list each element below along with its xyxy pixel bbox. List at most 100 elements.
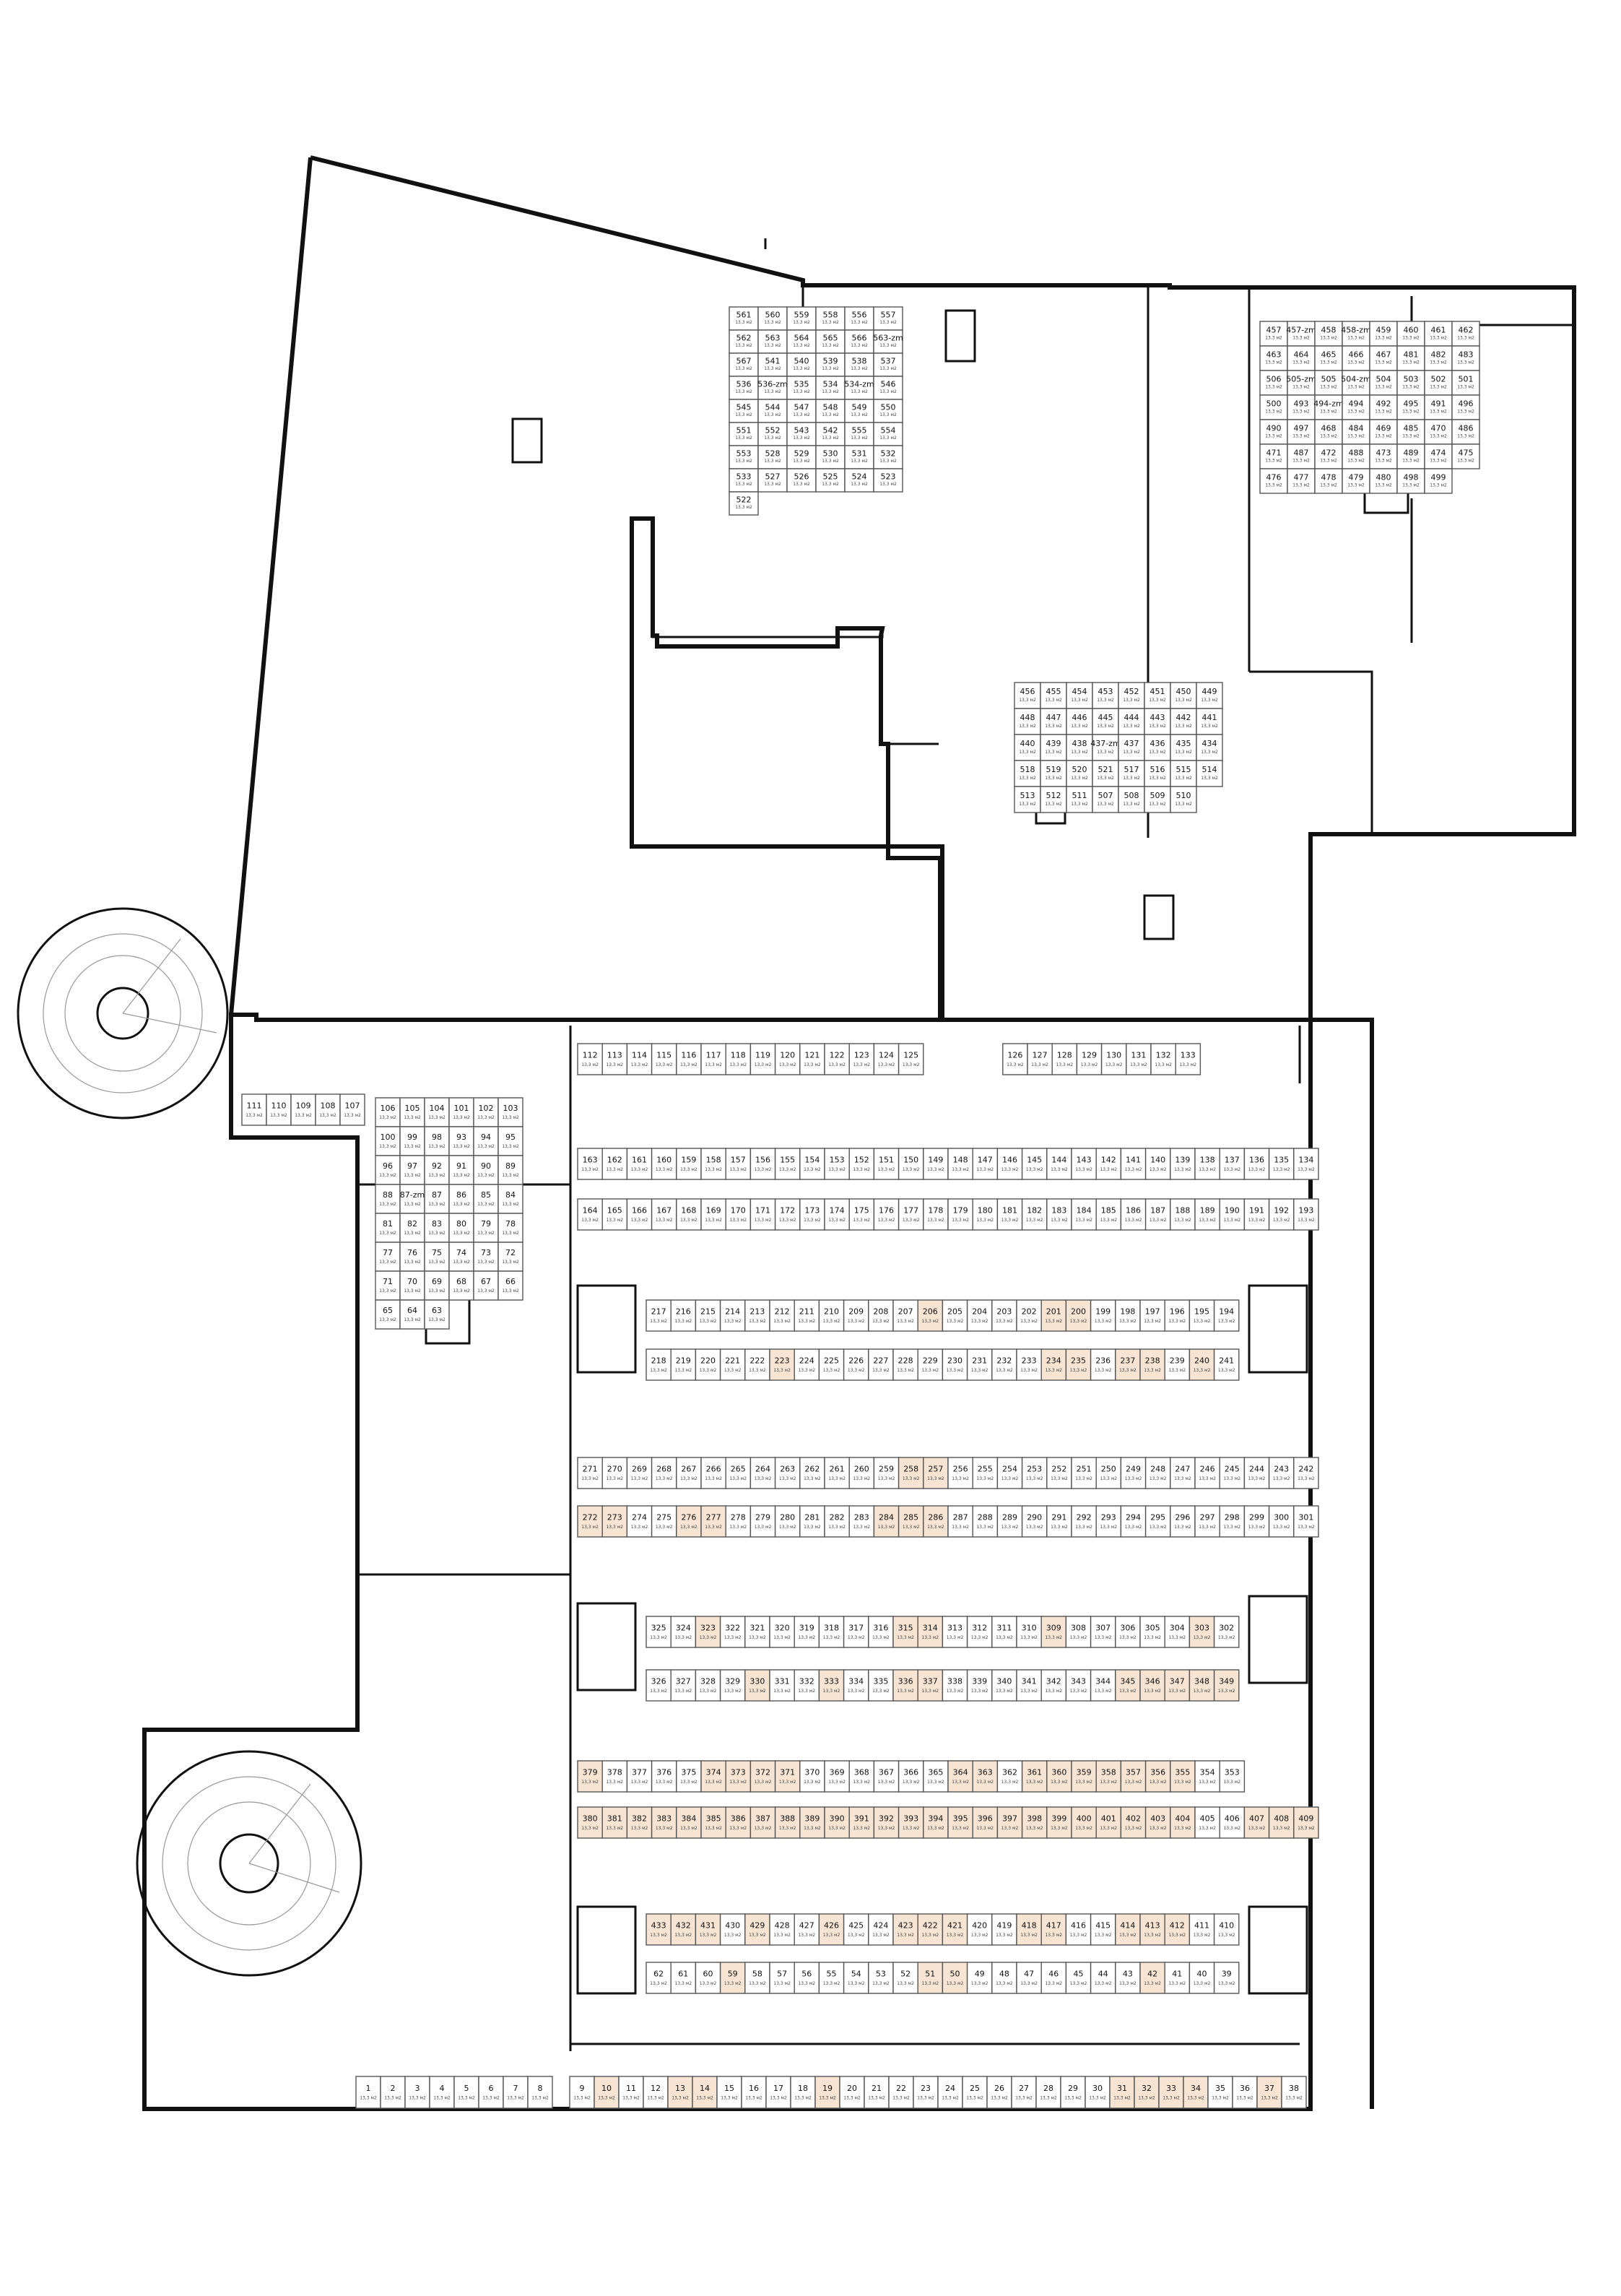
parking-slot[interactable]: 113,3 м2 [355,2076,381,2109]
parking-slot[interactable]: 813,3 м2 [527,2076,553,2109]
parking-slot[interactable]: 913,3 м2 [569,2076,595,2109]
